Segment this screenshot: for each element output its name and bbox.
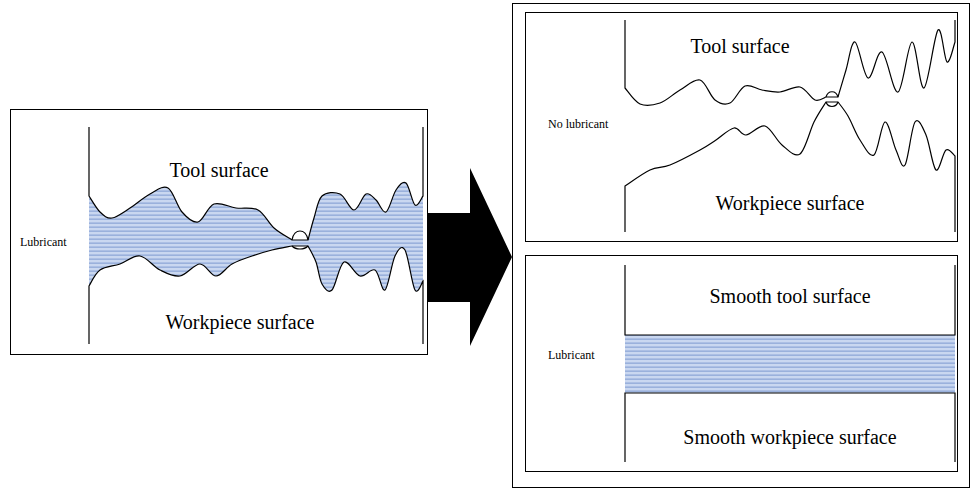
lubricant-film [625, 335, 955, 393]
asperity-contact [826, 92, 838, 107]
panel-box: Smooth tool surfaceLubricantSmooth workp… [525, 255, 958, 472]
transition-arrow [428, 168, 512, 346]
surface-label: Tool surface [690, 35, 789, 58]
tool-surface-profile [89, 127, 423, 240]
tool-surface-profile [625, 20, 955, 105]
panel-box: Tool surfaceLubricantWorkpiece surface [10, 109, 428, 355]
surface-label: Smooth workpiece surface [683, 426, 896, 449]
lubricant-fill [89, 182, 423, 291]
surface-label: Smooth tool surface [709, 285, 870, 308]
workpiece-surface-profile [625, 102, 955, 232]
surface-label: Workpiece surface [166, 311, 315, 334]
workpiece-surface-profile [89, 246, 423, 344]
panel-box: Tool surface No lubricantWorkpiece surfac… [525, 12, 958, 242]
smooth-workpiece-surface [625, 393, 955, 462]
surface-label: Tool surface [169, 159, 268, 182]
no-lubricant-label: No lubricant [548, 118, 608, 132]
group-frame [513, 4, 970, 488]
lubricant-label: Lubricant [548, 349, 595, 363]
asperity-contact [292, 231, 308, 249]
smooth-tool-surface [625, 265, 955, 335]
surface-label: Workpiece surface [716, 192, 865, 215]
lubricant-label: Lubricant [20, 236, 67, 250]
